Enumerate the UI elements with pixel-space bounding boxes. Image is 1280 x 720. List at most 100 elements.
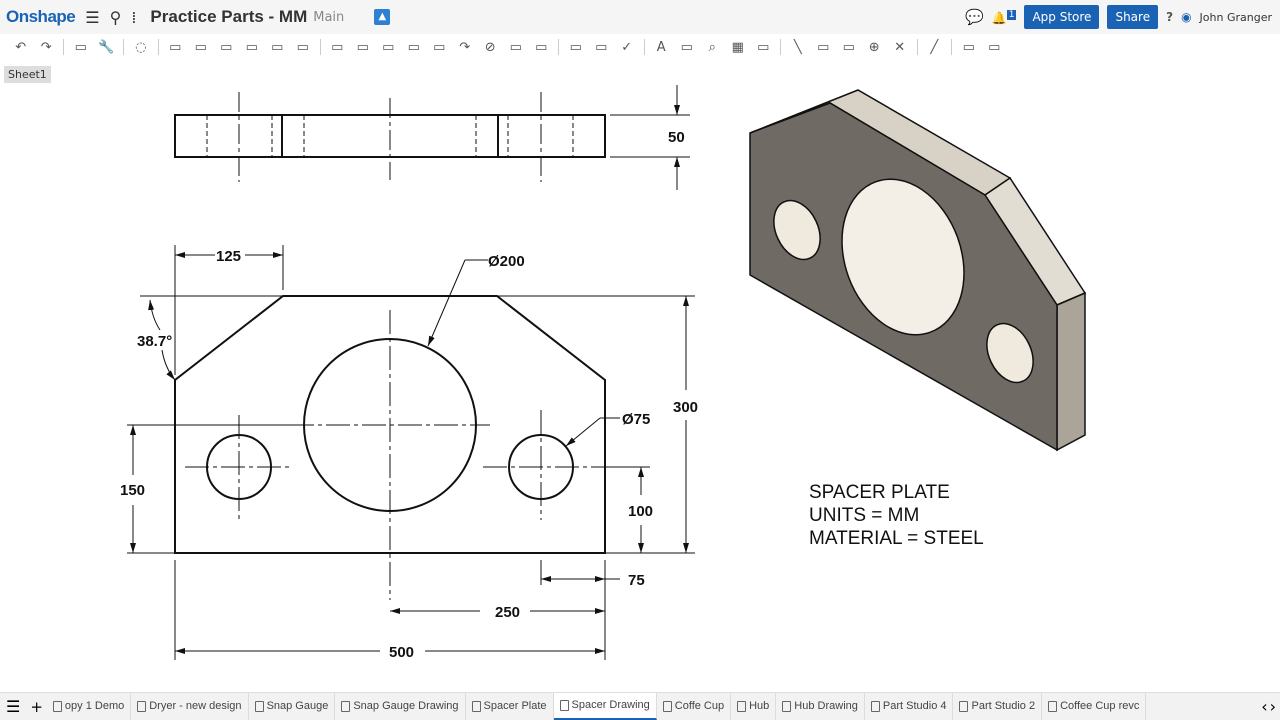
notifications-icon[interactable]: 🔔1 [991, 9, 1017, 25]
tab-opy-1-demo[interactable]: opy 1 Demo [47, 693, 132, 720]
branch-icon[interactable]: ⁞ [131, 7, 137, 27]
note-icon[interactable]: ▭ [569, 39, 582, 55]
branch-label: Main [313, 9, 345, 25]
menu-icon[interactable]: ☰ [85, 7, 100, 27]
help-button[interactable]: ? [1166, 10, 1174, 24]
tab-part-studio-2[interactable]: Part Studio 2 [953, 693, 1043, 720]
education-icon[interactable]: ▲ [374, 9, 391, 25]
dim-chamfer-angle[interactable]: 38.7° [137, 333, 172, 350]
version-graph-icon[interactable]: ⚲ [109, 7, 122, 27]
sheet-tab[interactable]: Sheet1 [4, 66, 51, 83]
sketch-line-icon[interactable]: ╱ [930, 39, 939, 55]
section-view-icon[interactable]: ▭ [194, 39, 207, 55]
tab-label: Hub Drawing [794, 700, 858, 712]
part-studio-icon [471, 701, 481, 712]
tab-snap-gauge[interactable]: Snap Gauge [249, 693, 336, 720]
toolbar-separator [319, 39, 321, 55]
tab-dryer-new-design[interactable]: Dryer - new design [131, 693, 249, 720]
export-icon[interactable]: ▭ [962, 39, 975, 55]
insert-view-icon[interactable]: ▭ [74, 39, 87, 55]
chain-dimension-icon[interactable]: ▭ [382, 39, 395, 55]
image-icon[interactable]: ▭ [988, 39, 1001, 55]
scroll-right-icon[interactable]: › [1269, 697, 1276, 716]
leader-icon[interactable]: ▭ [680, 39, 693, 55]
zoom-icon[interactable]: ⌕ [708, 39, 716, 55]
dim-small-hole-height[interactable]: 100 [628, 503, 653, 520]
dim-half-width[interactable]: 250 [495, 604, 520, 621]
table-icon[interactable]: ▦ [731, 39, 744, 55]
drawing-icon [341, 701, 351, 712]
share-button[interactable]: Share [1107, 5, 1159, 29]
toolbar-separator [63, 39, 64, 55]
tab-snap-gauge-drawing[interactable]: Snap Gauge Drawing [335, 693, 466, 720]
crop-view-icon[interactable]: ▭ [296, 39, 309, 55]
detail-view-icon[interactable]: ▭ [245, 39, 258, 55]
user-avatar-icon[interactable]: ◉ [1181, 10, 1192, 24]
part-studio-icon [254, 701, 264, 712]
line-icon[interactable]: ╲ [793, 39, 802, 55]
tab-spacer-plate[interactable]: Spacer Plate [466, 693, 554, 720]
part-studio-icon [52, 701, 62, 712]
hatch-icon[interactable]: ▭ [817, 39, 830, 55]
check-icon[interactable]: ✓ [621, 39, 633, 55]
toolbar-separator [157, 39, 159, 55]
dim-big-hole-height[interactable]: 150 [120, 482, 145, 499]
tab-coffe-cup[interactable]: Coffe Cup [657, 693, 732, 720]
dim-width[interactable]: 500 [389, 644, 414, 661]
drawing-icon [559, 700, 569, 711]
tab-label: Part Studio 2 [971, 700, 1036, 712]
datum-icon[interactable]: ▭ [595, 39, 608, 55]
bom-icon[interactable]: ▭ [757, 39, 770, 55]
dim-small-hole[interactable]: Ø75 [622, 411, 650, 428]
notification-count: 1 [1006, 9, 1017, 20]
tab-label: Spacer Drawing [571, 699, 650, 711]
tab-coffee-cup-revc[interactable]: Coffee Cup revc [1042, 693, 1147, 720]
tab-label: Dryer - new design [149, 700, 242, 712]
part-studio-icon [137, 701, 147, 712]
document-title[interactable]: Practice Parts - MM [150, 7, 308, 26]
dim-large-hole[interactable]: Ø200 [488, 253, 525, 270]
projected-view-icon[interactable]: ▭ [169, 39, 182, 55]
drawing-canvas[interactable]: 50 125 Ø200 38.7° 300 Ø75 150 100 75 250… [0, 0, 1280, 690]
wrench-icon[interactable]: 🔧 [98, 39, 115, 55]
centerline-icon[interactable]: ▭ [842, 39, 855, 55]
redo-icon[interactable]: ↷ [40, 39, 52, 55]
top-view [174, 85, 690, 190]
add-tab-icon[interactable]: + [30, 697, 43, 716]
undo-icon[interactable]: ↶ [15, 39, 27, 55]
dim-chamfer-width[interactable]: 125 [216, 248, 241, 265]
tab-hub-drawing[interactable]: Hub Drawing [776, 693, 865, 720]
linear-dimension-icon[interactable]: ▭ [331, 39, 344, 55]
hole-callout-icon[interactable]: ▭ [535, 39, 548, 55]
update-icon[interactable]: ◌ [135, 39, 147, 55]
onshape-logo[interactable]: Onshape [6, 7, 76, 26]
arc-icon[interactable]: ↷ [459, 39, 471, 55]
tab-hub[interactable]: Hub [731, 693, 777, 720]
user-menu[interactable]: John Granger [1199, 10, 1272, 24]
tab-manager-icon[interactable]: ☰ [6, 697, 21, 716]
toolbar-separator [780, 39, 781, 55]
dim-thickness[interactable]: 50 [668, 129, 685, 146]
break-view-icon[interactable]: ▭ [271, 39, 284, 55]
part-studio-icon [737, 701, 747, 712]
baseline-dimension-icon[interactable]: ▭ [356, 39, 369, 55]
front-view [127, 245, 695, 660]
tab-spacer-drawing[interactable]: Spacer Drawing [553, 693, 657, 720]
comments-icon[interactable]: 💬 [965, 8, 984, 26]
note-units: UNITS = MM [809, 505, 919, 526]
trim-icon[interactable]: ✕ [894, 39, 906, 55]
tab-label: Part Studio 4 [882, 700, 947, 712]
app-store-button[interactable]: App Store [1024, 5, 1100, 29]
scroll-left-icon[interactable]: ‹ [1261, 697, 1268, 716]
diameter-icon[interactable]: ⊘ [484, 39, 496, 55]
radial-dimension-icon[interactable]: ▭ [433, 39, 446, 55]
angular-dimension-icon[interactable]: ▭ [407, 39, 420, 55]
auxiliary-view-icon[interactable]: ▭ [220, 39, 233, 55]
centermark-icon[interactable]: ⊕ [868, 39, 880, 55]
ordinate-icon[interactable]: ▭ [509, 39, 522, 55]
text-icon[interactable]: A [656, 39, 666, 55]
tab-label: Hub [749, 700, 770, 712]
dim-small-hole-offset[interactable]: 75 [628, 572, 645, 589]
tab-part-studio-4[interactable]: Part Studio 4 [865, 693, 954, 720]
dim-height[interactable]: 300 [673, 399, 698, 416]
